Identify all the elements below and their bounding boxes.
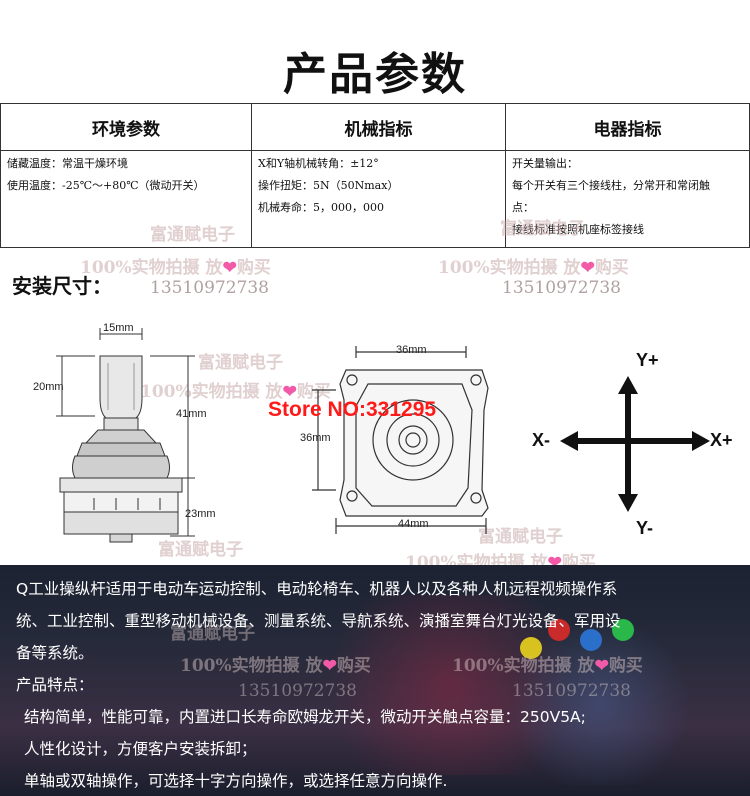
watermark-real-photo: 100%实物拍摄 放❤购买: [80, 258, 271, 278]
elec-cell: 开关量输出： 每个开关有三个接线柱，分常开和常闭触 点： 接线标准按照机座标签接…: [505, 150, 750, 248]
watermark-phone: 13510972738: [150, 278, 269, 298]
watermark-real-photo: 100%实物拍摄 放❤购买: [140, 382, 331, 402]
watermark-company: 富通赋电子: [500, 219, 585, 239]
description-line: 统、工业控制、重型移动机械设备、测量系统、导航系统、演播室舞台灯光设备、军用设: [16, 612, 621, 630]
watermark-company: 富通赋电子: [170, 624, 255, 644]
watermark-phone: 13510972738: [502, 278, 621, 298]
feature-item: 人性化设计，方便客户安装拆卸；: [24, 740, 257, 758]
dim-plate-top: 36mm: [396, 344, 427, 356]
description-panel: 富通赋电子 100%实物拍摄 放❤购买 100%实物拍摄 放❤购买 135109…: [0, 565, 750, 796]
mech-line: 机械寿命：5，000，000: [258, 201, 384, 214]
install-size-label: 安装尺寸：: [12, 274, 112, 298]
watermark-company: 富通赋电子: [158, 540, 243, 560]
header-env: 环境参数: [0, 103, 252, 151]
env-line: 储藏温度：常温干燥环境: [7, 157, 128, 170]
dim-plate-side: 36mm: [300, 432, 331, 444]
watermark-company: 富通赋电子: [198, 353, 283, 373]
spec-header-row: 环境参数 机械指标 电器指标: [0, 103, 750, 151]
watermark-real-photo: 100%实物拍摄 放❤购买: [180, 656, 371, 676]
mounting-plate-diagram: [312, 346, 489, 534]
axis-x-minus: X-: [532, 430, 550, 450]
features-title: 产品特点：: [16, 676, 94, 694]
watermark-real-photo: 100%实物拍摄 放❤购买: [452, 656, 643, 676]
watermark-company: 富通赋电子: [150, 225, 235, 245]
description-line: 备等系统。: [16, 644, 94, 662]
env-line: 使用温度：-25℃～+80℃（微动开关）: [7, 179, 205, 192]
dim-handle-height: 20mm: [33, 381, 64, 393]
description-line: Q工业操纵杆适用于电动车运动控制、电动轮椅车、机器人以及各种人机远程视频操作系: [16, 580, 618, 598]
dim-top-width: 15mm: [103, 322, 134, 334]
header-mech: 机械指标: [251, 103, 506, 151]
dim-plate-bottom: 44mm: [398, 518, 429, 530]
joystick-side-view: [56, 328, 195, 543]
feature-item: 单轴或双轴操作，可选择十字方向操作，或选择任意方向操作.: [24, 772, 448, 790]
mech-cell: X和Y轴机械转角：±12° 操作扭矩：5N（50Nmax） 机械寿命：5，000…: [251, 150, 506, 248]
env-cell: 储藏温度：常温干燥环境 使用温度：-25℃～+80℃（微动开关）: [0, 150, 252, 248]
dim-base-height: 23mm: [185, 508, 216, 520]
dim-total-height: 41mm: [176, 408, 207, 420]
elec-line: 接线标准按照机座标签接线: [512, 223, 644, 236]
mech-line: X和Y轴机械转角：±12°: [258, 157, 379, 170]
feature-item: 结构简单，性能可靠，内置进口长寿命欧姆龙开关，微动开关触点容量：250V5A;: [24, 708, 586, 726]
elec-line: 开关量输出：: [512, 157, 578, 170]
axis-x-plus: X+: [710, 430, 733, 450]
watermark-company: 富通赋电子: [478, 527, 563, 547]
watermark-phone: 13510972738: [512, 681, 631, 701]
axis-y-minus: Y-: [636, 518, 654, 538]
watermark-real-photo: 100%实物拍摄 放❤购买: [438, 258, 629, 278]
spec-table: 环境参数 机械指标 电器指标 储藏温度：常温干燥环境 使用温度：-25℃～+80…: [0, 103, 750, 248]
header-elec: 电器指标: [505, 103, 750, 151]
elec-line: 点：: [512, 201, 534, 214]
elec-line: 每个开关有三个接线柱，分常开和常闭触: [512, 179, 710, 192]
mech-line: 操作扭矩：5N（50Nmax）: [258, 179, 399, 192]
spec-body-row: 储藏温度：常温干燥环境 使用温度：-25℃～+80℃（微动开关） X和Y轴机械转…: [0, 150, 750, 248]
direction-cross-diagram: [560, 376, 710, 512]
watermark-phone: 13510972738: [238, 681, 357, 701]
axis-y-plus: Y+: [636, 350, 659, 370]
store-label: Store NO:331295: [268, 398, 437, 421]
page-title: 产品参数: [283, 49, 467, 100]
